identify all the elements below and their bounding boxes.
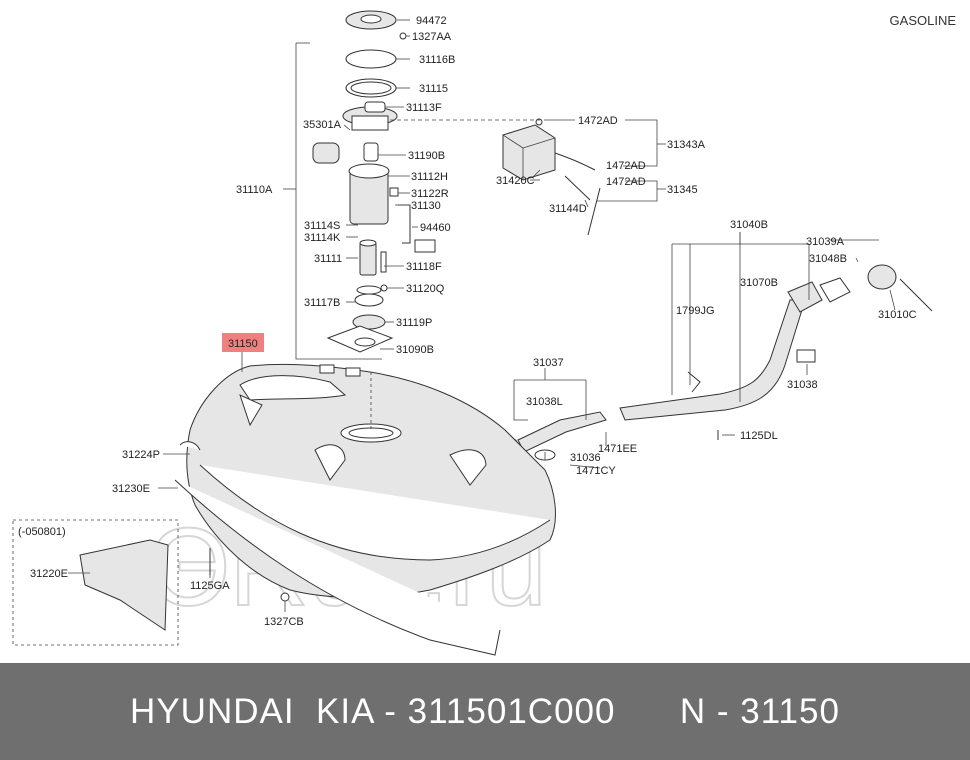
part-label: 31048B [809,253,847,265]
part-label: 35301A [303,119,342,131]
part-label: 31420C [496,175,535,187]
part-label: 31224P [122,449,160,461]
part-label: 31039A [806,236,845,248]
part-label: 31122R [411,188,449,200]
footer-banner: HYUNDAI KIA - 311501C000 N - 31150 [0,663,970,760]
part-label: 1327CB [264,616,304,628]
part-label: 31010C [878,309,917,321]
part-label: 31190B [408,150,445,162]
part-label: 31345 [667,184,698,196]
part-label: 31343A [667,139,706,151]
part-label: 31112H [411,171,448,183]
part-label: 31144D [549,203,587,215]
part-label: 1471CY [576,465,616,477]
part-label: 1471EE [598,443,637,455]
part-label: 94460 [420,222,451,234]
part-label: 31118F [406,261,442,273]
part-label: 31130 [411,200,441,212]
variant-note: (-050801) [18,526,66,538]
footer-part-number: KIA - 311501C000 [316,691,616,731]
part-labels: 94472 1327AA 31116B 31115 31113F 35301A 31190B… [30,15,917,628]
fuel-type-label: GASOLINE [889,13,956,28]
part-label: 31111 [314,253,342,265]
highlight-callout-label: 31150 [228,338,258,350]
part-label: 31116B [419,54,455,66]
part-label: 31220E [30,568,68,580]
part-label: 31038 [787,379,818,391]
pump-assembly [312,10,436,353]
part-label: 31040B [730,219,768,231]
part-label: 31036 [570,452,601,464]
part-label: 31114K [304,232,341,244]
part-label: 1472AD [578,115,618,127]
fuel-tank [174,363,556,656]
part-label: 31113F [406,102,442,114]
part-label: 1472AD [606,176,646,188]
parts-diagram: ЭRuli.ru [12,10,933,656]
filler-neck [508,264,933,461]
part-label: 31038L [526,396,563,408]
part-label: 31070B [740,277,778,289]
part-label: 1799JG [676,305,715,317]
part-label: 31115 [419,83,448,95]
diagram-canvas: ЭRuli.ru [12,10,933,656]
part-label: 94472 [416,15,447,27]
canister-assembly [502,118,601,236]
highlight-callout-box [222,333,264,352]
part-label: 1125GA [190,580,230,592]
heat-shield [79,539,169,631]
part-label: 1125DL [740,430,778,442]
part-label: 31119P [396,317,432,329]
part-label: 31037 [533,357,564,369]
part-label: 31230E [112,483,150,495]
variant-box [12,519,179,646]
part-label: 1472AD [606,160,646,172]
part-label: 1327AA [412,31,452,43]
part-label: 31114S [304,220,340,232]
footer-reference: N - 31150 [679,691,840,731]
part-label: 31090B [396,344,434,356]
footer-brand: HYUNDAI [130,691,295,731]
part-label: 31117B [304,297,340,309]
part-label: 31120Q [406,283,445,295]
part-label: 31110A [236,184,273,196]
